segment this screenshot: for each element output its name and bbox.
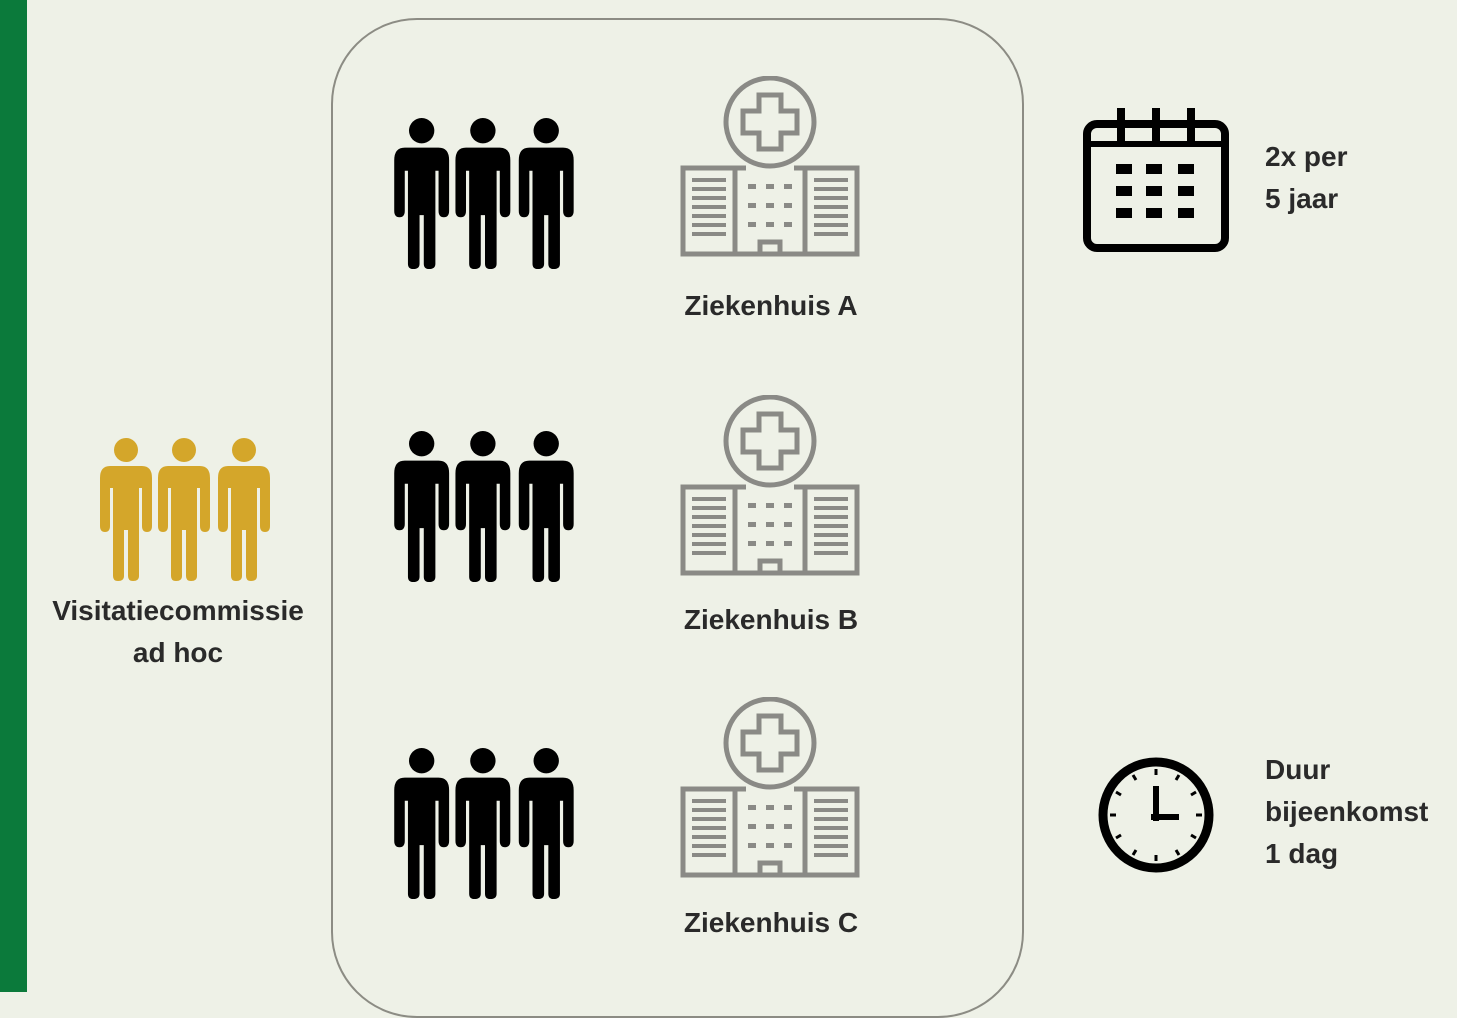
hospital-label: Ziekenhuis C bbox=[683, 907, 859, 938]
committee-label-line2: ad hoc bbox=[132, 637, 224, 668]
hospital-icon bbox=[680, 76, 860, 258]
calendar-icon bbox=[1082, 106, 1230, 254]
committee-label: Visitatiecommissie ad hoc bbox=[38, 590, 318, 674]
hospital-icon bbox=[680, 697, 860, 879]
frequency-line2: 5 jaar bbox=[1265, 183, 1339, 214]
side-accent-bar bbox=[0, 0, 27, 992]
hospital-icon bbox=[680, 395, 860, 577]
team-people-icon bbox=[390, 428, 580, 585]
duration-line3: 1 dag bbox=[1265, 838, 1339, 869]
hospital-label: Ziekenhuis A bbox=[684, 290, 858, 321]
duration-text: Duur bijeenkomst 1 dag bbox=[1265, 749, 1428, 875]
committee-label-line1: Visitatiecommissie bbox=[52, 595, 304, 626]
team-people-icon bbox=[390, 115, 580, 272]
frequency-text: 2x per 5 jaar bbox=[1265, 136, 1348, 220]
committee-people-icon bbox=[96, 438, 276, 581]
duration-line2: bijeenkomst bbox=[1265, 796, 1429, 827]
frequency-line1: 2x per bbox=[1265, 141, 1348, 172]
duration-line1: Duur bbox=[1265, 754, 1331, 785]
team-people-icon bbox=[390, 745, 580, 902]
clock-icon bbox=[1096, 755, 1216, 875]
hospital-label: Ziekenhuis B bbox=[683, 604, 859, 635]
